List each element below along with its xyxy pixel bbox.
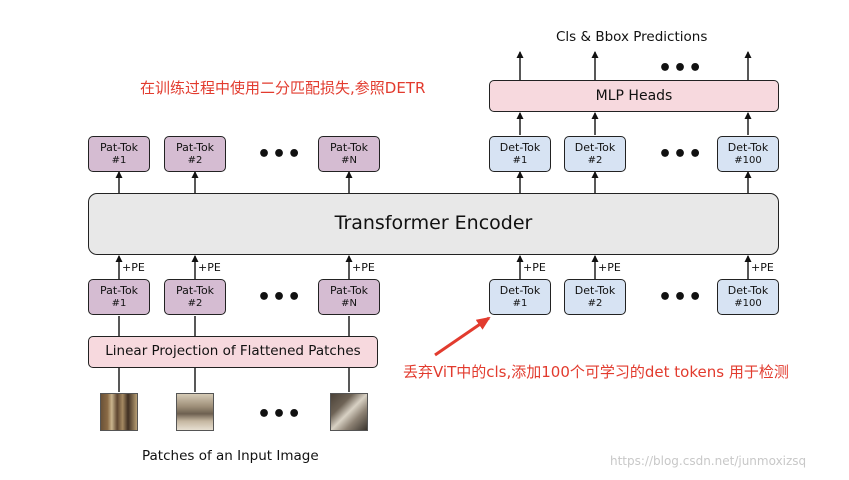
image-patch-1 xyxy=(100,393,138,431)
top-ellipsis: ••• xyxy=(658,56,704,81)
token-name: Det-Tok xyxy=(574,140,616,154)
det-token-in-100: Det-Tok #100 xyxy=(717,279,779,315)
pe-label: +PE xyxy=(198,261,221,274)
pat-out-ellipsis: ••• xyxy=(257,142,303,167)
watermark: https://blog.csdn.net/junmoxizsq xyxy=(610,454,807,468)
pe-label: +PE xyxy=(598,261,621,274)
det-token-out-100: Det-Tok #100 xyxy=(717,136,779,172)
token-number: #1 xyxy=(111,297,127,309)
token-name: Det-Tok xyxy=(727,140,769,154)
token-number: #N xyxy=(341,154,357,166)
token-name: Pat-Tok xyxy=(329,283,369,297)
patches-label: Patches of an Input Image xyxy=(142,448,319,464)
det-in-ellipsis: ••• xyxy=(658,285,704,310)
token-name: Pat-Tok xyxy=(175,283,215,297)
token-number: #100 xyxy=(734,297,762,309)
pe-label: +PE xyxy=(352,261,375,274)
token-number: #2 xyxy=(187,154,203,166)
transformer-encoder-box: Transformer Encoder xyxy=(88,193,779,255)
pat-token-in-n: Pat-Tok #N xyxy=(318,279,380,315)
det-token-annotation: 丢弃ViT中的cls,添加100个可学习的det tokens 用于检测 xyxy=(403,363,789,381)
annotation-arrow xyxy=(434,316,491,357)
token-number: #2 xyxy=(187,297,203,309)
det-token-in-1: Det-Tok #1 xyxy=(489,279,551,315)
token-name: Pat-Tok xyxy=(99,283,139,297)
det-token-in-2: Det-Tok #2 xyxy=(564,279,626,315)
pat-token-out-1: Pat-Tok #1 xyxy=(88,136,150,172)
token-number: #1 xyxy=(512,154,528,166)
mlp-heads-box: MLP Heads xyxy=(489,80,779,112)
token-name: Pat-Tok xyxy=(99,140,139,154)
patch-ellipsis: ••• xyxy=(257,402,303,427)
det-out-ellipsis: ••• xyxy=(658,142,704,167)
pat-in-ellipsis: ••• xyxy=(257,285,303,310)
token-name: Pat-Tok xyxy=(175,140,215,154)
pe-label: +PE xyxy=(122,261,145,274)
linear-projection-label: Linear Projection of Flattened Patches xyxy=(105,343,361,360)
image-patch-2 xyxy=(176,393,214,431)
token-name: Pat-Tok xyxy=(329,140,369,154)
transformer-encoder-label: Transformer Encoder xyxy=(334,212,533,235)
token-number: #N xyxy=(341,297,357,309)
output-label: Cls & Bbox Predictions xyxy=(556,29,708,45)
token-number: #2 xyxy=(587,297,603,309)
mlp-heads-label: MLP Heads xyxy=(595,87,673,104)
pat-token-in-2: Pat-Tok #2 xyxy=(164,279,226,315)
token-name: Det-Tok xyxy=(499,283,541,297)
token-name: Det-Tok xyxy=(574,283,616,297)
pat-token-out-n: Pat-Tok #N xyxy=(318,136,380,172)
token-number: #1 xyxy=(512,297,528,309)
pe-label: +PE xyxy=(523,261,546,274)
token-number: #1 xyxy=(111,154,127,166)
token-number: #2 xyxy=(587,154,603,166)
pat-token-in-1: Pat-Tok #1 xyxy=(88,279,150,315)
pe-label: +PE xyxy=(751,261,774,274)
token-name: Det-Tok xyxy=(499,140,541,154)
det-token-out-1: Det-Tok #1 xyxy=(489,136,551,172)
det-token-out-2: Det-Tok #2 xyxy=(564,136,626,172)
pat-token-out-2: Pat-Tok #2 xyxy=(164,136,226,172)
training-annotation: 在训练过程中使用二分匹配损失,参照DETR xyxy=(140,79,426,97)
linear-projection-box: Linear Projection of Flattened Patches xyxy=(88,336,378,368)
image-patch-n xyxy=(330,393,368,431)
token-number: #100 xyxy=(734,154,762,166)
token-name: Det-Tok xyxy=(727,283,769,297)
